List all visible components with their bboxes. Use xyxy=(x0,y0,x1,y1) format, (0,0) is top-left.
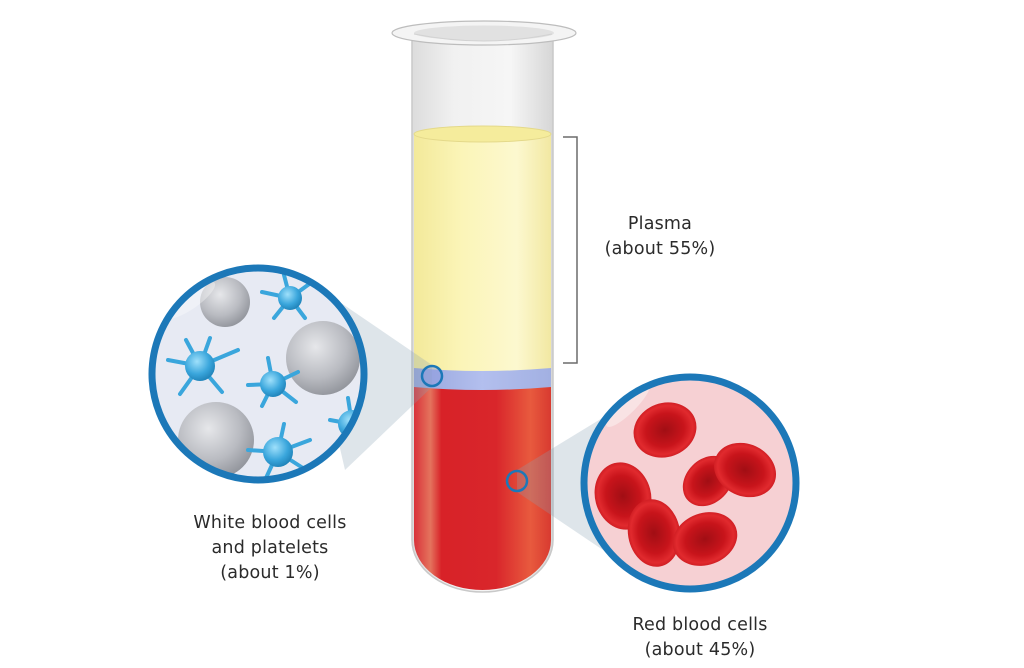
rbc-label-line-2: (about 45%) xyxy=(644,640,756,660)
plasma-bracket xyxy=(563,136,578,364)
test-tube xyxy=(391,20,577,593)
rbc-layer xyxy=(414,386,551,590)
wbc-label-line-3: (about 1%) xyxy=(220,563,320,583)
buffy-coat-layer xyxy=(414,366,551,390)
plasma-layer xyxy=(414,134,551,371)
plasma-label-line-1: Plasma xyxy=(627,214,693,234)
wbc-label-line-1: White blood cells xyxy=(193,513,347,533)
wbc-platelets-label: White blood cells and platelets (about 1… xyxy=(160,511,380,586)
rbc-label-line-1: Red blood cells xyxy=(632,615,768,635)
wbc-label-line-2: and platelets xyxy=(211,538,329,558)
plasma-label: Plasma (about 55%) xyxy=(580,212,740,262)
red-blood-cell xyxy=(627,499,681,567)
wbc-platelets-magnifier xyxy=(148,264,368,484)
rbc-magnifier xyxy=(580,373,800,593)
red-blood-cell xyxy=(672,512,738,566)
red-blood-cell xyxy=(633,402,697,458)
plasma-label-line-2: (about 55%) xyxy=(604,239,716,259)
white-blood-cell xyxy=(200,277,250,327)
white-blood-cell xyxy=(286,321,360,395)
buffy-coat-zoom-marker xyxy=(420,364,444,388)
rbc-label: Red blood cells (about 45%) xyxy=(590,613,810,663)
wbc-magnifier-ring xyxy=(148,264,368,484)
red-blood-cell xyxy=(713,442,777,498)
rbc-magnifier-ring xyxy=(580,373,800,593)
rbc-zoom-marker xyxy=(505,469,529,493)
white-blood-cell xyxy=(178,402,254,478)
